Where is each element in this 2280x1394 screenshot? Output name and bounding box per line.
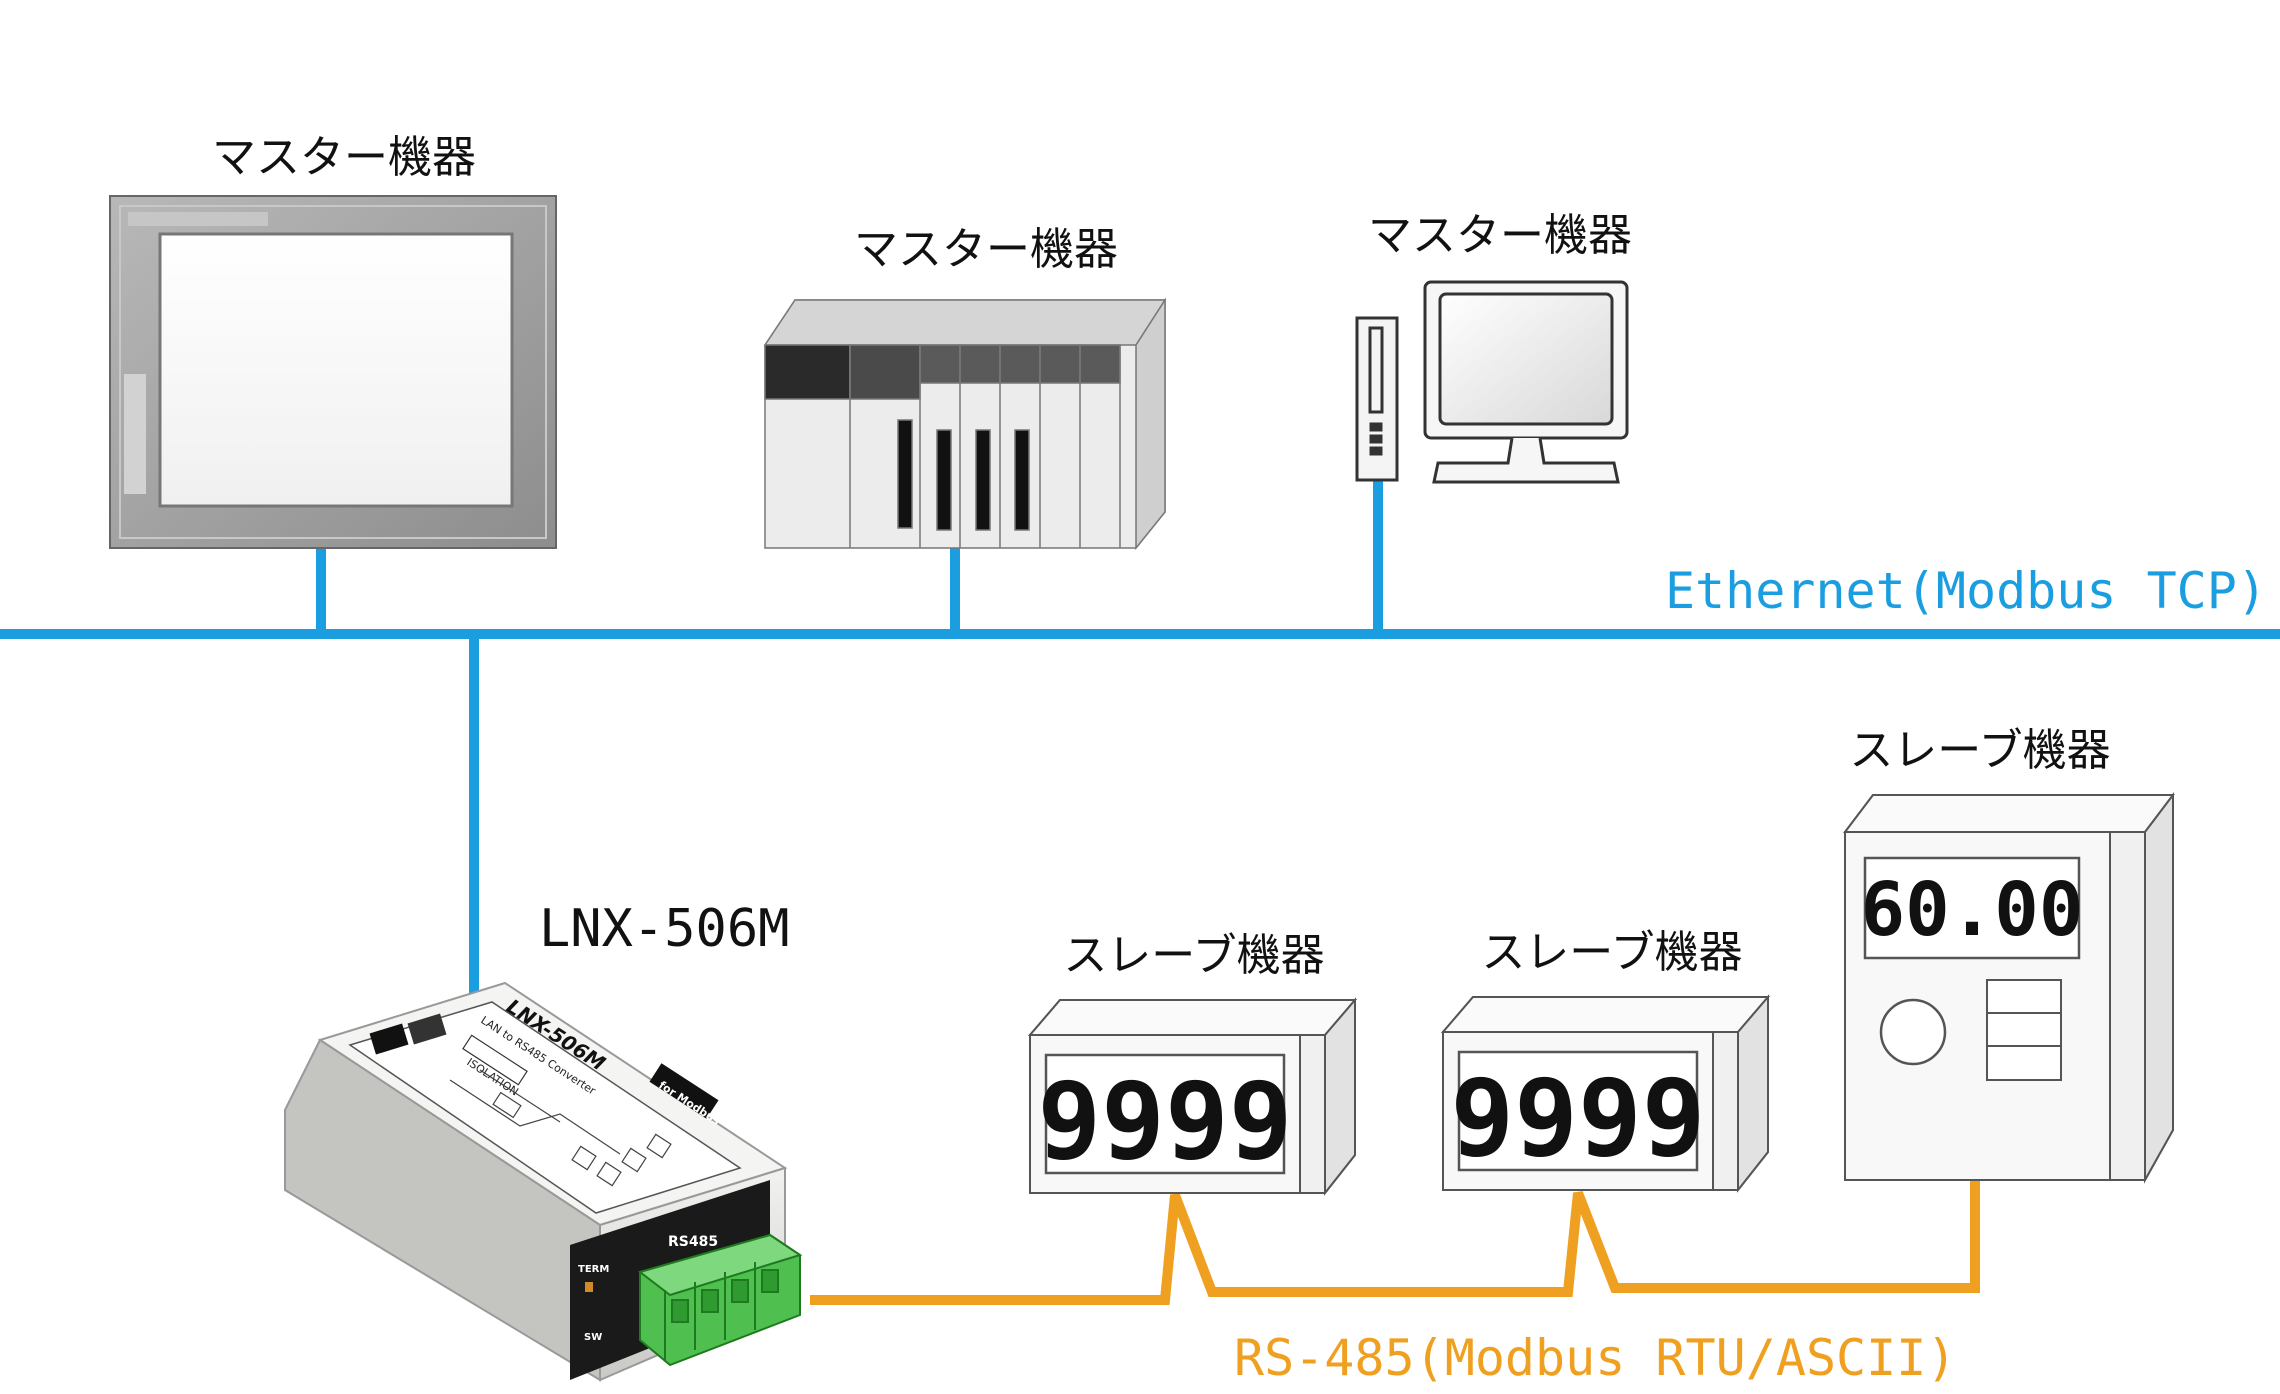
meter2-display: 9999 [1450, 1057, 1705, 1180]
master-plc-label: マスター機器 [854, 224, 1118, 275]
touch-panel-hmi-icon [109, 195, 557, 549]
panel-meter-icon [1440, 994, 1771, 1193]
master-pc-label: マスター機器 [1368, 210, 1632, 261]
plc-icon [763, 297, 1167, 551]
temperature-controller-icon [1842, 792, 2176, 1184]
slave-meter1-label: スレーブ機器 [1063, 930, 1324, 981]
slave-controller-label: スレーブ機器 [1849, 725, 2110, 776]
master-hmi-label: マスター機器 [212, 132, 476, 183]
slave-meter2-label: スレーブ機器 [1481, 927, 1742, 978]
meter1-display: 9999 [1037, 1060, 1292, 1183]
rs485-terminal-block [637, 1233, 803, 1367]
lan-converter-icon: LNX-506M LAN to RS485 Converter ISOLATIO… [284, 981, 803, 1382]
converter-model-label: LNX-506M [539, 899, 789, 959]
sw-text: SW [584, 1332, 602, 1343]
controller-display: 60.00 [1861, 867, 2084, 953]
rs485-bus [810, 1180, 1980, 1305]
rs485-label: RS-485(Modbus RTU/ASCII) [1234, 1329, 1956, 1387]
term-text: TERM [578, 1264, 609, 1275]
panel-meter-icon [1027, 997, 1358, 1196]
rs485-port-text: RS485 [668, 1234, 718, 1250]
desktop-pc-icon [1355, 280, 1629, 484]
ethernet-label: Ethernet(Modbus TCP) [1665, 562, 2267, 620]
